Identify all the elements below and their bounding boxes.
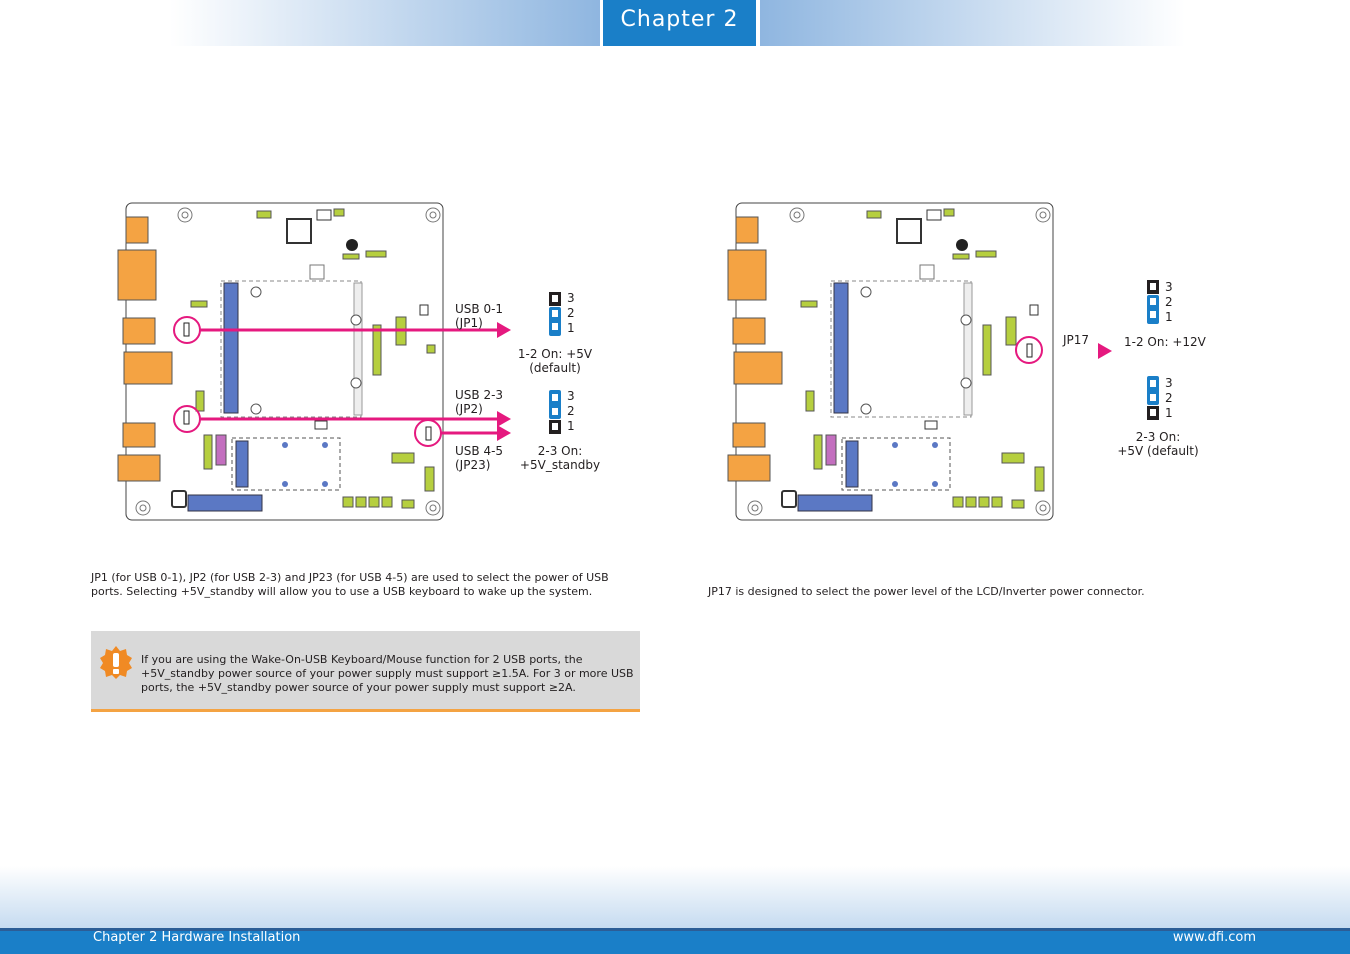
header-gradient-left (170, 0, 600, 46)
pin-number: 3 (567, 389, 575, 403)
pin-number: 1 (1165, 406, 1173, 420)
note-box: If you are using the Wake-On-USB Keyboar… (91, 631, 640, 712)
usb23-jp: (JP2) (455, 402, 483, 416)
jumper-pins-right-top (1147, 280, 1159, 324)
jumper-pins-left-bottom (549, 390, 561, 434)
pin-number: 2 (1165, 295, 1173, 309)
pin-number: 1 (1165, 310, 1173, 324)
chapter-tab: Chapter 2 (603, 0, 756, 46)
label-usb01: USB 0-1 (JP1) (455, 302, 503, 330)
description-left: JP1 (for USB 0-1), JP2 (for USB 2-3) and… (91, 571, 609, 598)
usb45-jp: (JP23) (455, 458, 491, 472)
jumper-caption-left-top: 1-2 On: +5V (default) (500, 347, 610, 375)
caption-line: 1-2 On: +5V (517, 347, 593, 361)
caption-line: +5V_standby (519, 458, 601, 472)
arrow-right-jp17 (1098, 343, 1112, 359)
jumper-caption-right-bottom: 2-3 On: +5V (default) (1103, 430, 1213, 458)
warning-exclamation-icon (100, 646, 132, 679)
label-jp17: JP17 (1063, 333, 1090, 347)
motherboard-diagram-right (727, 202, 1054, 521)
pin-number: 2 (1165, 391, 1173, 405)
usb01-jp: (JP1) (455, 316, 483, 330)
caption-line: 2-3 On: (1135, 430, 1181, 444)
usb23-name: USB 2-3 (455, 388, 504, 402)
pin-number: 3 (1165, 376, 1173, 390)
pin-number: 1 (567, 321, 575, 335)
note-text: If you are using the Wake-On-USB Keyboar… (141, 653, 634, 694)
motherboard-diagram-left (117, 202, 444, 521)
caption-line: 2-3 On: (537, 444, 583, 458)
pin-number: 3 (567, 291, 575, 305)
pin-number: 2 (567, 306, 575, 320)
footer-chapter-title: Chapter 2 Hardware Installation (93, 930, 301, 945)
jumper-caption-right-top: 1-2 On: +12V (1124, 335, 1206, 349)
label-usb45: USB 4-5 (JP23) (455, 444, 503, 472)
jumper-pins-right-bottom (1147, 376, 1159, 420)
caption-line: (default) (529, 361, 581, 375)
arrow-lines-left (200, 322, 511, 441)
description-right: JP17 is designed to select the power lev… (708, 585, 1145, 598)
usb45-name: USB 4-5 (455, 444, 504, 458)
pin-number: 3 (1165, 280, 1173, 294)
usb01-name: USB 0-1 (455, 302, 504, 316)
header-gradient-right (760, 0, 1185, 46)
footer-gradient (0, 866, 1350, 930)
label-usb23: USB 2-3 (JP2) (455, 388, 503, 416)
footer-bar (0, 928, 1350, 954)
jumper-caption-left-bottom: 2-3 On: +5V_standby (505, 444, 615, 472)
footer-website-link[interactable]: www.dfi.com (1172, 930, 1256, 945)
pin-number: 1 (567, 419, 575, 433)
jumper-pins-left-top (549, 292, 561, 336)
pin-number: 2 (567, 404, 575, 418)
caption-line: +5V (default) (1117, 444, 1199, 458)
